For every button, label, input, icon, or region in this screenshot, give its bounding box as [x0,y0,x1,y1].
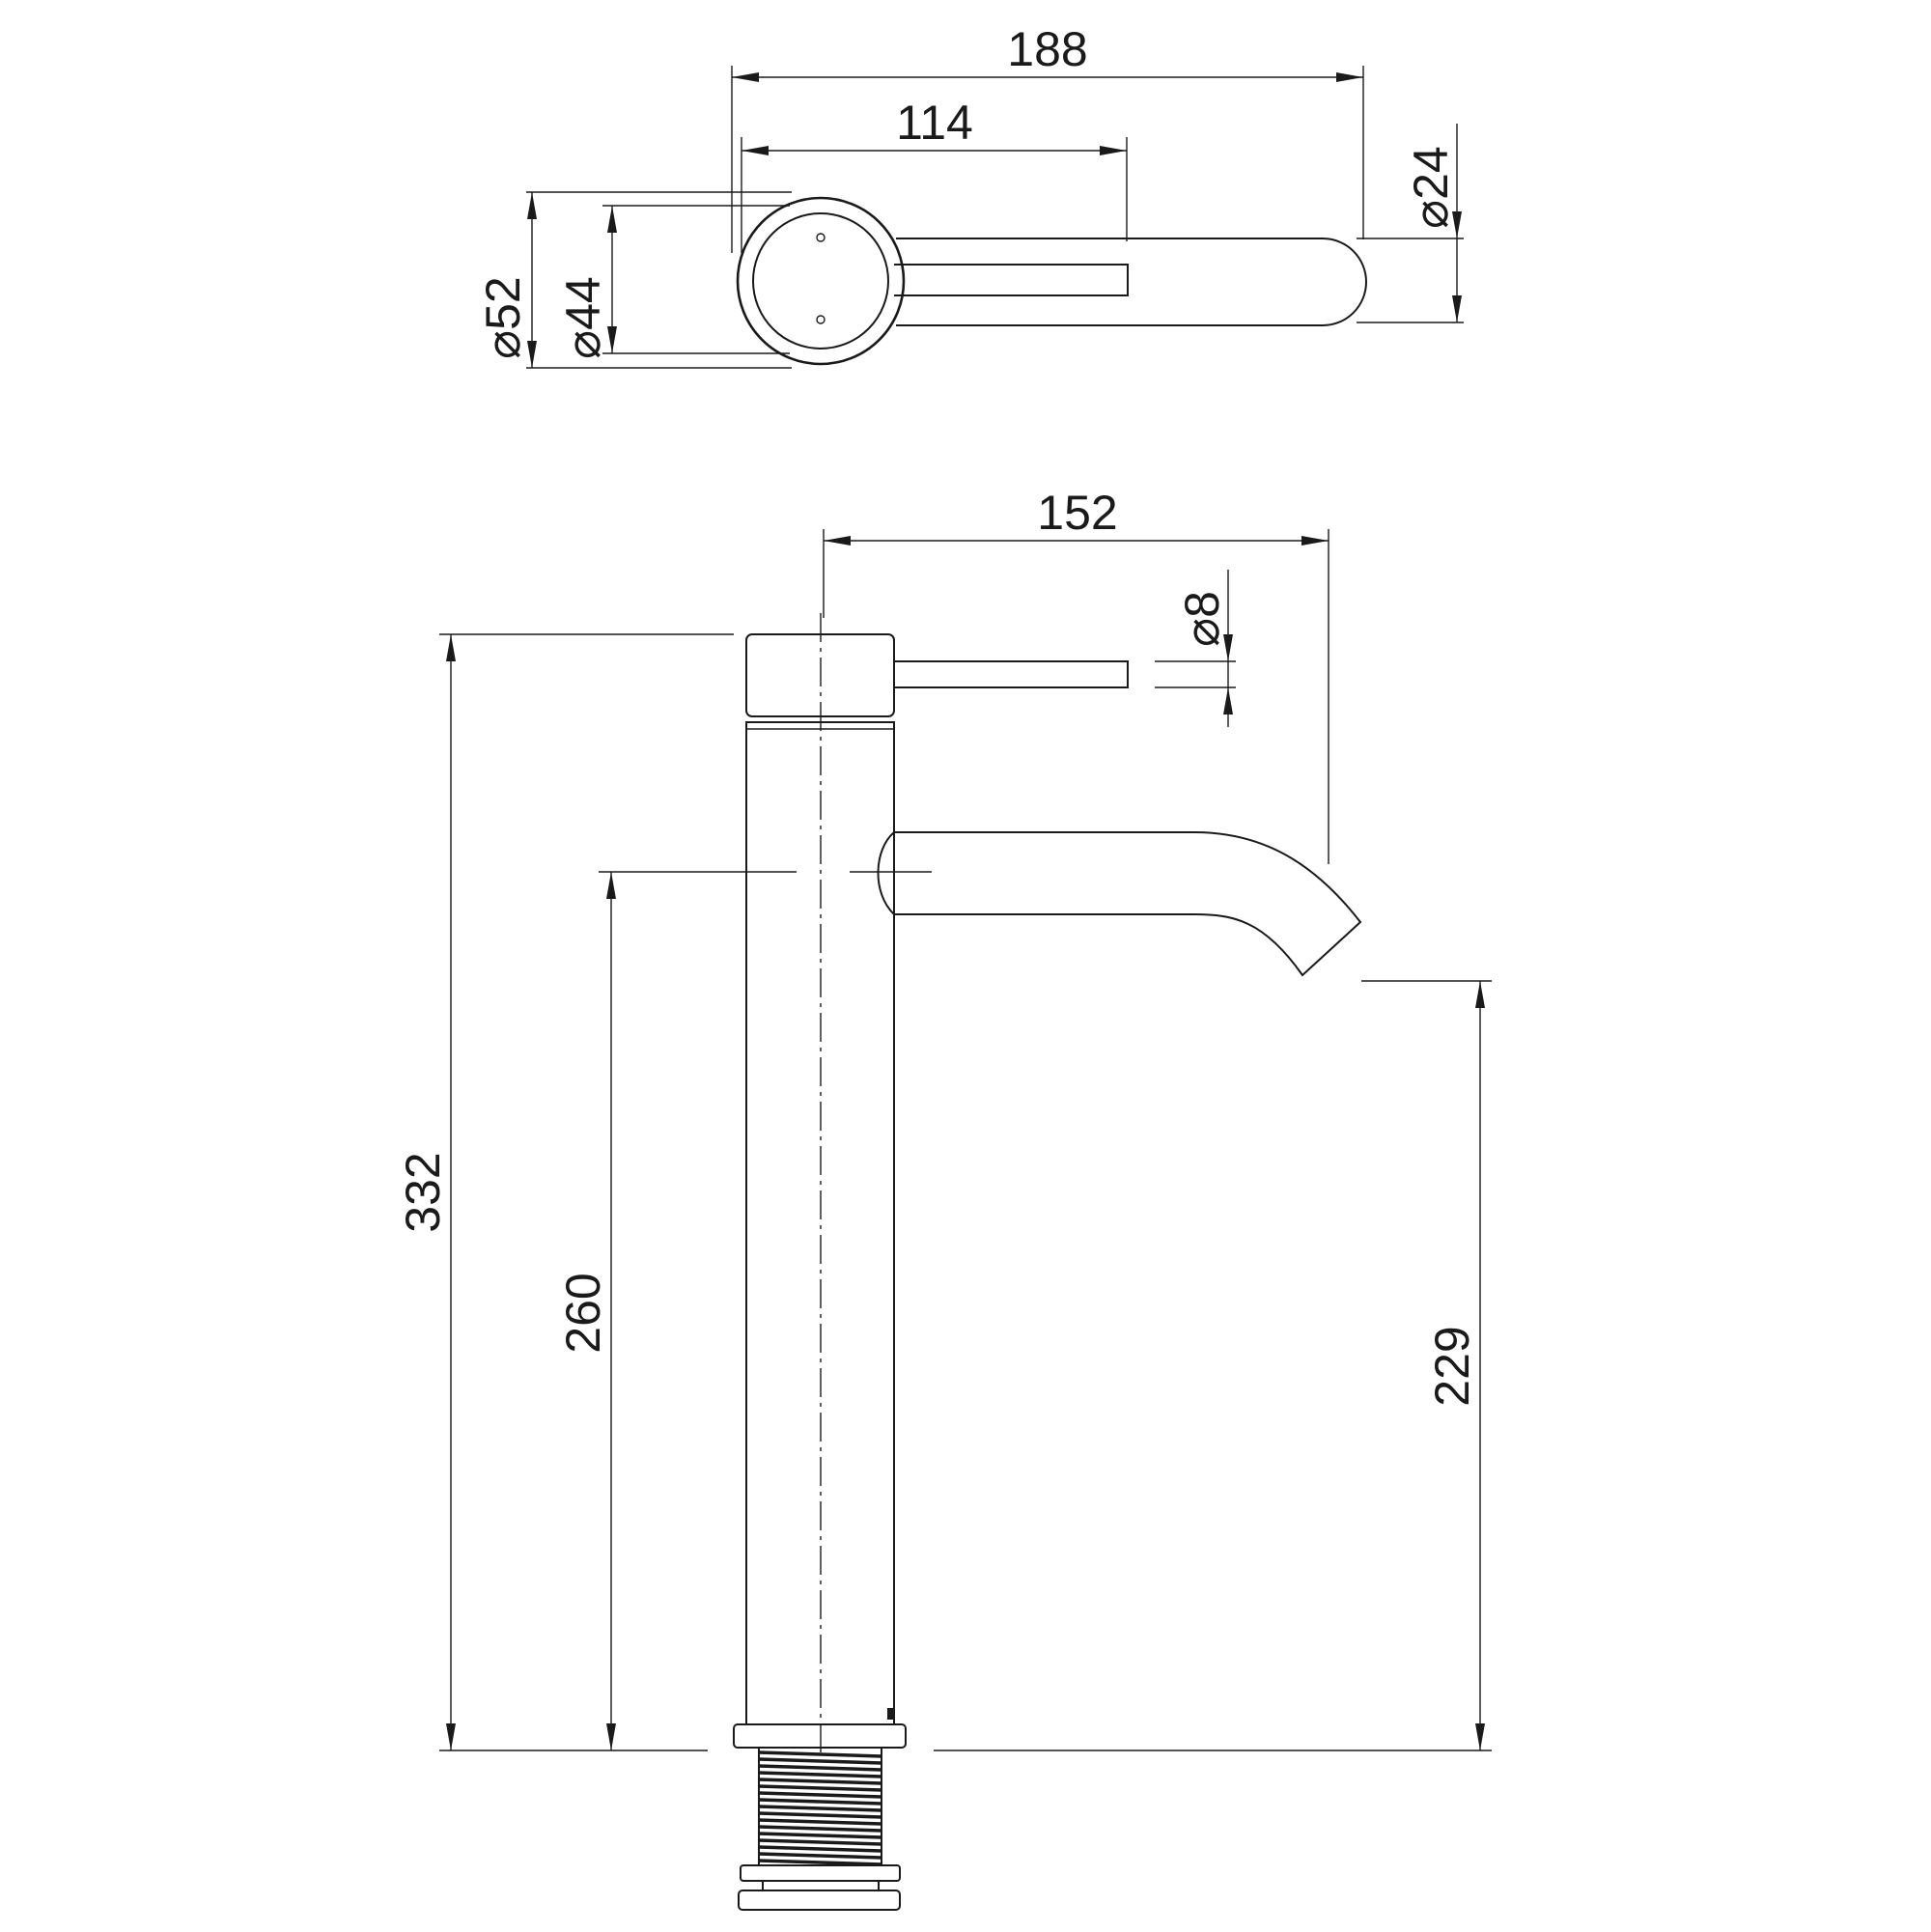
top-lever-body [896,238,1367,326]
side-spout [894,831,1362,977]
dim-value-44: 44 [556,276,610,330]
thread-line [758,1798,882,1806]
dim-value-8: 8 [1175,591,1229,618]
dim-label-229: 229 [1425,1326,1479,1406]
dim-label-152: 152 [1037,486,1117,540]
thread-line [758,1750,882,1758]
side-lever [894,660,1129,688]
diameter-symbol-44: ⌀ [556,330,610,359]
thread-line [758,1771,882,1778]
thread-line [758,1832,882,1839]
thread-line [758,1757,882,1765]
side-base-ring [733,1723,907,1749]
top-view: 188 114 ⌀24 ⌀52 ⌀44 [476,22,1464,369]
dim-value-52: 52 [476,276,530,330]
thread-line [758,1838,882,1846]
dim-label-52: ⌀52 [476,276,530,359]
thread-line [758,1859,882,1866]
thread-line [758,1784,882,1792]
diameter-symbol-24: ⌀ [1404,200,1458,229]
dim-label-114: 114 [896,96,973,150]
thread-line [758,1811,882,1819]
thread-line [758,1852,882,1860]
top-mark-dot-lower [816,315,826,324]
side-view: 152 ⌀8 332 260 229 [396,486,1492,1911]
dim-label-260: 260 [556,1273,610,1353]
thread-line [758,1791,882,1799]
thread-line [758,1845,882,1853]
thread-line [758,1825,882,1833]
top-mark-dot-upper [816,233,826,242]
dim-value-24: 24 [1404,146,1458,200]
diameter-symbol-52: ⌀ [476,330,530,359]
top-outer-ring [736,196,906,366]
thread-line [758,1818,882,1826]
side-threaded-shank [738,1747,901,1911]
dim-label-24: ⌀24 [1404,146,1458,229]
dim-label-332: 332 [396,1152,450,1232]
dim-label-8: ⌀8 [1175,591,1229,647]
top-inner-ring [752,212,889,350]
dim-label-188: 188 [1007,22,1087,76]
thread-line [758,1764,882,1772]
thread-line [758,1805,882,1812]
thread-line [758,1778,882,1785]
diameter-symbol-8: ⌀ [1175,618,1229,647]
dim-label-44: ⌀44 [556,276,610,359]
top-lever-slot [894,264,1129,296]
